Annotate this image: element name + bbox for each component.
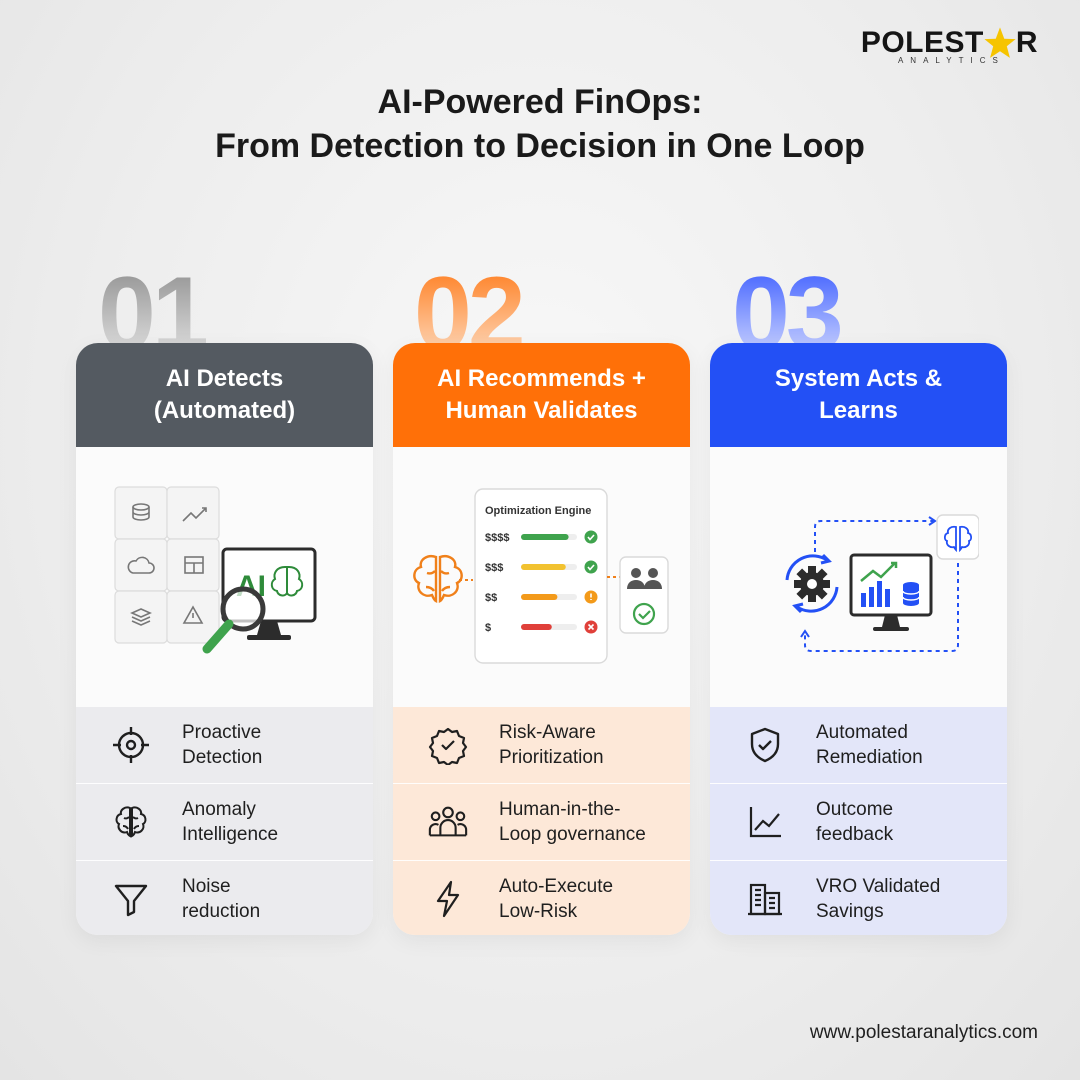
shield-check-icon <box>744 724 786 766</box>
engine-row-bar <box>520 564 566 570</box>
feature-text: Noise reduction <box>182 874 260 924</box>
title-line-1: AI-Powered FinOps: <box>377 83 703 121</box>
engine-row: $$$ <box>485 560 597 574</box>
header-line-2: (Automated) <box>153 397 296 424</box>
step-card-header: AI Recommends + Human Validates <box>393 343 690 447</box>
feature-line-2: Low-Risk <box>499 901 578 922</box>
brand-wordmark: POLEST R <box>861 26 1038 60</box>
feature-line-2: feedback <box>816 824 894 845</box>
optimization-engine-illustration: Optimization Engine $$$$$$$$$$ <box>412 488 669 664</box>
feature-text: Human-in-the- Loop governance <box>499 797 646 847</box>
feature-line-1: Outcome <box>816 799 894 820</box>
step-card-recommend: AI Recommends + Human Validates Optimiza… <box>393 343 690 935</box>
feature-line-1: Noise <box>182 876 231 897</box>
header-line-2: Learns <box>819 397 898 424</box>
detect-illustration: AI <box>76 447 373 707</box>
engine-row: $$ <box>485 590 597 604</box>
header-line-1: AI Recommends + <box>437 365 646 392</box>
brand-subtitle: ANALYTICS <box>897 56 1005 65</box>
feature-line-2: Savings <box>816 901 884 922</box>
recommend-illustration: Optimization Engine $$$$$$$$$$ <box>393 447 690 707</box>
feature-line-1: Proactive <box>182 722 262 743</box>
feedback-loop-illustration <box>785 514 979 652</box>
feature-item: Human-in-the- Loop governance <box>393 783 690 860</box>
feature-line-2: Loop governance <box>499 824 646 845</box>
engine-row-label: $ <box>485 622 491 634</box>
step-card-header: AI Detects (Automated) <box>76 343 373 447</box>
engine-row-bar <box>520 594 557 600</box>
feature-item: Outcome feedback <box>710 783 1007 860</box>
feature-line-2: Prioritization <box>499 747 604 768</box>
ai-monitor-illustration: AI <box>113 486 316 654</box>
badge-check-icon <box>427 724 469 766</box>
feature-line-1: Human-in-the- <box>499 799 621 820</box>
brand-name-left: POLEST <box>860 26 984 59</box>
engine-row-label: $$$ <box>485 562 503 574</box>
engine-row-label: $$ <box>485 592 497 604</box>
star-icon <box>984 27 1016 58</box>
feature-line-1: Risk-Aware <box>499 722 596 743</box>
brand-name-right: R <box>1015 26 1038 59</box>
step-card-act: System Acts & Learns <box>710 343 1007 935</box>
page-title: AI-Powered FinOps: From Detection to Dec… <box>0 80 1080 168</box>
feature-line-2: Intelligence <box>182 824 279 845</box>
act-illustration <box>710 447 1007 707</box>
crosshair-icon <box>110 724 152 766</box>
title-line-2: From Detection to Decision in One Loop <box>215 127 865 165</box>
engine-row-bar <box>520 624 552 630</box>
feature-line-1: Auto-Execute <box>499 876 614 897</box>
footer-url[interactable]: www.polestaranalytics.com <box>809 1022 1038 1043</box>
feature-text: Outcome feedback <box>816 797 893 847</box>
header-line-1: System Acts & <box>774 365 943 392</box>
brand-logo: POLEST R ANALYTICS <box>861 26 1038 65</box>
engine-row-bar <box>520 534 569 540</box>
engine-row-label: $$$$ <box>485 532 509 544</box>
lightning-icon <box>427 878 469 920</box>
brain-icon <box>110 801 152 843</box>
engine-row: $ <box>485 620 597 634</box>
buildings-icon <box>744 878 786 920</box>
filter-icon <box>110 878 152 920</box>
feature-line-1: VRO Validated <box>816 876 941 897</box>
header-line-2: Human Validates <box>445 397 638 424</box>
check-icon <box>584 560 597 574</box>
engine-row: $$$$ <box>485 530 597 544</box>
feature-item: Noise reduction <box>76 860 373 935</box>
feature-line-1: Anomaly <box>182 799 256 820</box>
panel-title: Optimization Engine <box>485 505 591 517</box>
step-card-header: System Acts & Learns <box>710 343 1007 447</box>
feature-line-2: Remediation <box>816 747 923 768</box>
check-icon <box>584 530 597 544</box>
feature-line-2: Detection <box>182 747 263 768</box>
feature-line-2: reduction <box>182 901 261 922</box>
step-card-detect: AI Detects (Automated) AI <box>76 343 373 935</box>
line-chart-icon <box>744 801 786 843</box>
feature-line-1: Automated <box>816 722 908 743</box>
header-line-1: AI Detects <box>165 365 284 392</box>
people-icon <box>427 801 469 843</box>
